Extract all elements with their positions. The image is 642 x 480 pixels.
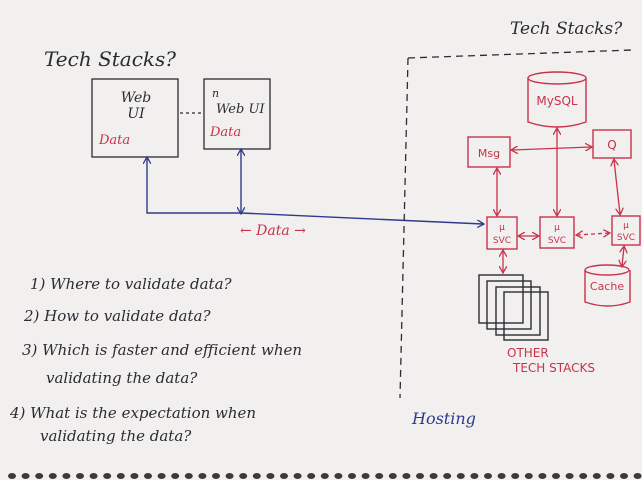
spiral-hole <box>524 473 533 479</box>
spiral-hole <box>116 473 125 479</box>
spiral-hole <box>62 473 71 479</box>
spiral-hole <box>579 473 588 479</box>
spiral-hole <box>103 473 112 479</box>
spiral-hole <box>348 473 356 479</box>
mysql-label: MySQL <box>536 94 578 108</box>
spiral-hole <box>511 473 520 479</box>
spiral-hole <box>443 473 452 479</box>
web-ui-data-label: Data <box>98 133 130 148</box>
question-4-line1: 4) What is the expectation when <box>9 404 256 422</box>
spiral-hole <box>252 473 261 479</box>
spiral-hole <box>184 473 193 479</box>
spiral-hole <box>538 473 547 479</box>
spiral-hole <box>8 473 16 479</box>
spiral-hole <box>633 473 642 479</box>
other-tech-stacks-icon <box>478 274 549 341</box>
right-title: Tech Stacks? <box>510 19 623 39</box>
svc-1-mu: μ <box>499 223 505 233</box>
spiral-hole <box>48 473 57 479</box>
spiral-hole <box>375 473 384 479</box>
spiral-hole <box>565 473 574 479</box>
spiral-hole <box>266 473 275 479</box>
spiral-hole <box>89 473 98 479</box>
spiral-hole <box>470 473 479 479</box>
data-flow-to-svc <box>240 212 483 224</box>
spiral-hole <box>130 473 139 479</box>
hosting-label: Hosting <box>411 409 476 428</box>
spiral-hole <box>484 473 492 479</box>
spiral-hole <box>212 473 220 479</box>
question-3-line1: 3) Which is faster and efficient when <box>22 341 302 359</box>
data-arrow-label: ← Data → <box>240 223 306 239</box>
spiral-hole <box>225 473 234 479</box>
spiral-hole <box>21 473 30 479</box>
spiral-hole <box>456 473 465 479</box>
spiral-hole <box>76 473 84 479</box>
cache-database-icon <box>584 264 631 307</box>
svc-box-2 <box>539 216 575 249</box>
spiral-hole <box>429 473 438 479</box>
spiral-hole <box>307 473 316 479</box>
spiral-hole <box>606 473 615 479</box>
web-ui-label-line1: Web <box>121 90 152 106</box>
msg-label: Msg <box>478 147 500 160</box>
spiral-hole <box>320 473 329 479</box>
spiral-hole <box>388 473 397 479</box>
svc-2-mu: μ <box>554 223 560 233</box>
spiral-hole <box>552 473 560 479</box>
left-title: Tech Stacks? <box>44 47 176 71</box>
spiral-hole <box>497 473 506 479</box>
n-web-ui-data-label: Data <box>209 125 241 140</box>
cache-label: Cache <box>590 280 624 293</box>
svc-3-mu: μ <box>623 221 629 231</box>
other-tech-stacks-line2: TECH STACKS <box>512 361 595 375</box>
spiral-hole <box>198 473 207 479</box>
svc-1-label: SVC <box>493 236 511 246</box>
web-ui-box <box>91 78 179 158</box>
n-web-ui-n: n <box>212 87 219 100</box>
spiral-hole <box>592 473 601 479</box>
svc-2-label: SVC <box>548 236 566 246</box>
red-connectors <box>497 129 624 272</box>
notebook-spiral-holes <box>8 473 642 479</box>
spiral-hole <box>416 473 424 479</box>
svc-3-label: SVC <box>617 233 635 243</box>
question-4-line2: validating the data? <box>40 427 192 445</box>
spiral-hole <box>334 473 343 479</box>
data-flow-web-ui <box>147 158 241 214</box>
question-2: 2) How to validate data? <box>23 307 211 325</box>
spiral-hole <box>239 473 248 479</box>
queue-label: Q <box>607 138 616 152</box>
question-3-line2: validating the data? <box>46 369 198 387</box>
spiral-hole <box>280 473 288 479</box>
question-1: 1) Where to validate data? <box>30 275 233 293</box>
spiral-hole <box>157 473 166 479</box>
spiral-hole <box>293 473 302 479</box>
spiral-hole <box>35 473 44 479</box>
web-ui-label-line2: UI <box>127 106 145 122</box>
spiral-hole <box>144 473 152 479</box>
spiral-hole <box>171 473 180 479</box>
spiral-hole <box>402 473 411 479</box>
other-tech-stacks-line1: OTHER <box>507 346 549 360</box>
spiral-hole <box>361 473 370 479</box>
spiral-hole <box>620 473 628 479</box>
hosting-boundary <box>399 49 633 399</box>
n-web-ui-label: Web UI <box>216 102 265 117</box>
